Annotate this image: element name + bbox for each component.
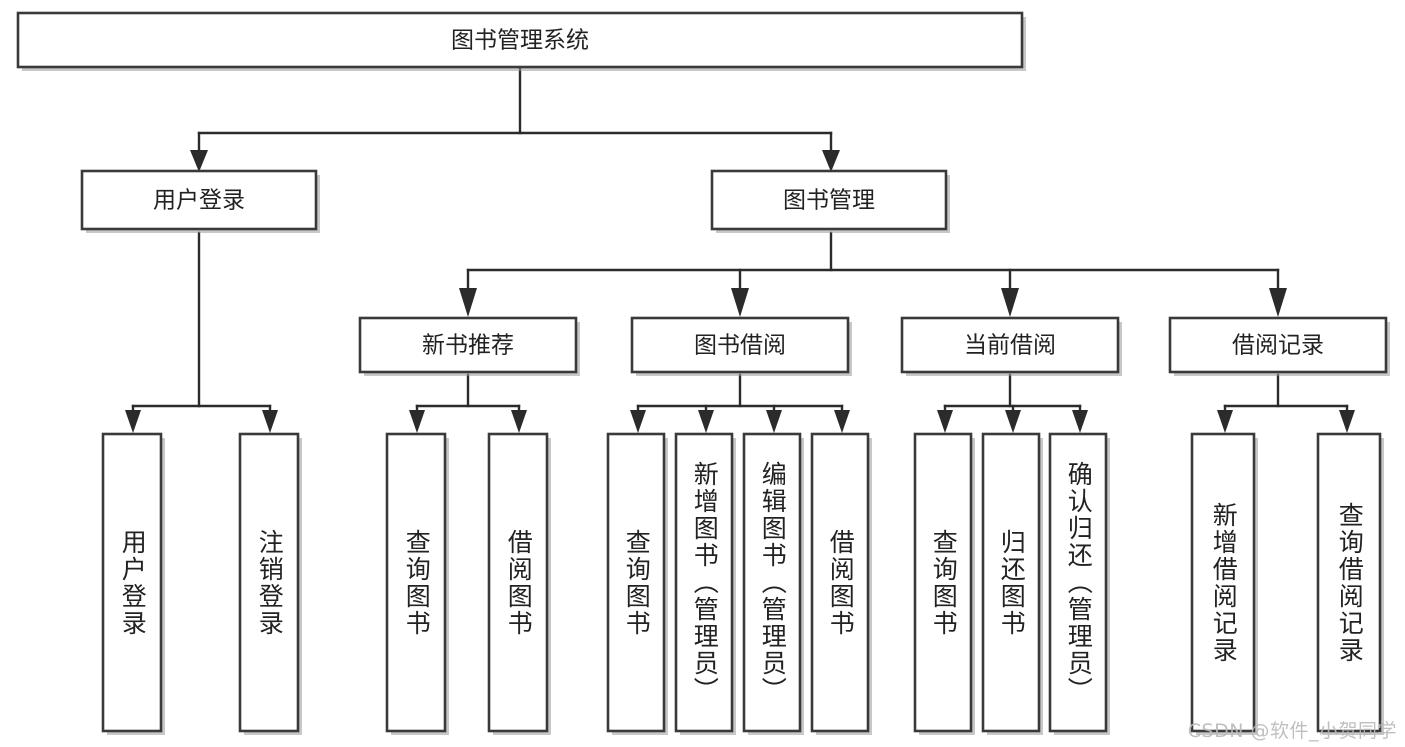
node-book-management-label: 图书管理 xyxy=(783,188,875,214)
leaf-user-login-logout[interactable] xyxy=(238,432,302,735)
node-new-book-recommend-box xyxy=(358,316,578,374)
arrow-head-icon-root-1 xyxy=(190,150,208,172)
arrow-head-icon-ul-1 xyxy=(125,410,141,433)
leaf-newbook-query[interactable] xyxy=(385,432,449,735)
node-current-borrow[interactable]: 当前借阅 xyxy=(900,316,1122,376)
arrow-head-icon-l3-4 xyxy=(1269,288,1287,317)
node-book-borrow[interactable]: 图书借阅 xyxy=(630,316,852,376)
node-root-label: 图书管理系统 xyxy=(451,28,589,54)
csdn-watermark: CSDN @软件_小贺同学 xyxy=(1187,720,1397,742)
node-user-login-label: 用户登录 xyxy=(153,188,245,214)
node-layer: 图书管理系统 用户登录 图书管理 新书推荐 xyxy=(16,11,1390,735)
leaf-bookborrow-edit-box xyxy=(742,432,802,733)
arrow-head-icon-bb-4 xyxy=(834,410,850,433)
arrow-head-icon-br-1 xyxy=(1217,410,1233,433)
arrow-head-icon-bb-3 xyxy=(766,410,782,433)
arrow-head-icon-cb-3 xyxy=(1072,410,1088,433)
node-current-borrow-box xyxy=(900,316,1120,374)
arrow-head-icon-l3-2 xyxy=(731,288,749,317)
node-book-borrow-box xyxy=(630,316,850,374)
node-book-borrow-label: 图书借阅 xyxy=(694,333,786,359)
leaf-bookborrow-add[interactable] xyxy=(674,432,736,735)
leaf-record-query[interactable] xyxy=(1316,432,1384,735)
node-user-login-box xyxy=(80,169,318,231)
arrow-head-icon-bb-1 xyxy=(630,410,646,433)
arrow-head-icon-l3-1 xyxy=(459,288,477,317)
arrow-head-icon-cb-2 xyxy=(1005,410,1021,433)
node-borrow-record-label: 借阅记录 xyxy=(1232,333,1324,359)
arrow-head-icon-root-2 xyxy=(822,150,840,172)
leaf-bookborrow-borrow-box xyxy=(810,432,870,733)
node-root-box xyxy=(16,11,1024,69)
leaf-bookborrow-borrow[interactable] xyxy=(810,432,872,735)
leaf-current-return[interactable] xyxy=(981,432,1043,735)
node-borrow-record-box xyxy=(1168,316,1388,374)
arrow-head-icon-nb-2 xyxy=(511,410,527,433)
leaf-record-add[interactable] xyxy=(1190,432,1258,735)
arrow-head-icon-ul-2 xyxy=(262,410,278,433)
node-user-login[interactable]: 用户登录 xyxy=(80,169,320,233)
leaf-record-query-box xyxy=(1316,432,1382,733)
leaf-newbook-borrow-box xyxy=(487,432,549,733)
arrow-head-icon-br-2 xyxy=(1339,410,1355,433)
arrow-head-icon-bb-2 xyxy=(698,410,714,433)
leaf-current-query-box xyxy=(913,432,973,733)
node-book-management-box xyxy=(710,169,948,231)
leaf-bookborrow-query-box xyxy=(606,432,666,733)
node-borrow-record[interactable]: 借阅记录 xyxy=(1168,316,1390,376)
node-book-management[interactable]: 图书管理 xyxy=(710,169,950,233)
leaf-user-login-login-box xyxy=(101,432,163,733)
leaf-bookborrow-query[interactable] xyxy=(606,432,668,735)
leaf-current-return-box xyxy=(981,432,1041,733)
leaf-current-confirm-return-box xyxy=(1048,432,1108,733)
arrow-head-icon-nb-1 xyxy=(409,410,425,433)
leaf-newbook-borrow[interactable] xyxy=(487,432,551,735)
leaf-record-add-box xyxy=(1190,432,1256,733)
leaf-newbook-query-box xyxy=(385,432,447,733)
node-root[interactable]: 图书管理系统 xyxy=(16,11,1026,71)
connector-layer xyxy=(125,67,1355,433)
leaf-current-query[interactable] xyxy=(913,432,975,735)
leaf-bookborrow-edit[interactable] xyxy=(742,432,804,735)
leaf-user-login-login[interactable] xyxy=(101,432,165,735)
node-new-book-recommend-label: 新书推荐 xyxy=(422,333,514,359)
leaf-bookborrow-add-box xyxy=(674,432,734,733)
node-new-book-recommend[interactable]: 新书推荐 xyxy=(358,316,580,376)
leaf-current-confirm-return[interactable] xyxy=(1048,432,1110,735)
node-current-borrow-label: 当前借阅 xyxy=(964,333,1056,359)
leaf-user-login-logout-box xyxy=(238,432,300,733)
arrow-head-icon-cb-1 xyxy=(937,410,953,433)
arrow-head-icon-l3-3 xyxy=(1001,288,1019,317)
